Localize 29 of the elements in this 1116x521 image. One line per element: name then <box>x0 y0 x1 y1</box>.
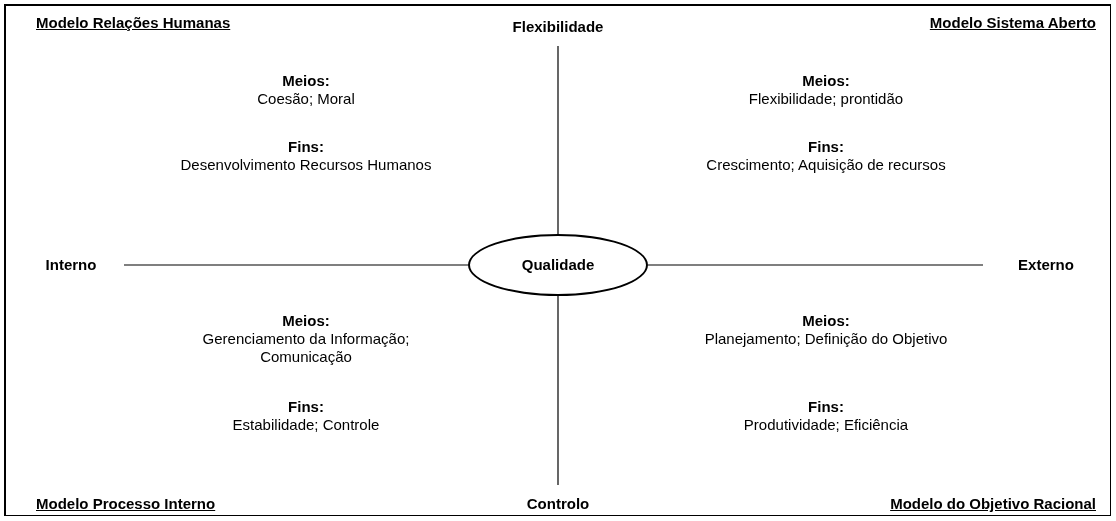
body-text: Estabilidade; Controle <box>231 416 381 434</box>
section-heading: Meios: <box>801 72 851 90</box>
section-heading: Fins: <box>287 398 325 416</box>
section-heading: Meios: <box>281 72 331 90</box>
axis-label: Controlo <box>488 493 628 515</box>
model-title: Modelo Relações Humanas <box>36 14 232 32</box>
section-heading: Fins: <box>287 138 325 156</box>
axis-line <box>557 295 559 486</box>
body-text: Gerenciamento da Informação; Comunicação <box>201 330 411 366</box>
model-title: Modelo do Objetivo Racional <box>889 495 1096 513</box>
body-text: Coesão; Moral <box>256 90 356 108</box>
section-heading: Fins: <box>807 138 845 156</box>
axis-label: Flexibilidade <box>488 16 628 38</box>
axis-line <box>647 264 984 266</box>
axis-label: Interno <box>26 254 116 276</box>
body-text: Produtividade; Eficiência <box>742 416 910 434</box>
section-heading: Meios: <box>801 312 851 330</box>
body-text: Desenvolvimento Recursos Humanos <box>179 156 433 174</box>
center-ellipse: Qualidade <box>468 234 648 296</box>
axis-line <box>557 45 559 235</box>
body-text: Flexibilidade; prontidão <box>747 90 905 108</box>
section-heading: Meios: <box>281 312 331 330</box>
axis-label: Externo <box>991 254 1101 276</box>
body-text: Planejamento; Definição do Objetivo <box>703 330 949 348</box>
axis-line <box>123 264 469 266</box>
section-heading: Fins: <box>807 398 845 416</box>
model-title: Modelo Sistema Aberto <box>928 14 1096 32</box>
body-text: Crescimento; Aquisição de recursos <box>705 156 947 174</box>
model-title: Modelo Processo Interno <box>36 495 217 513</box>
